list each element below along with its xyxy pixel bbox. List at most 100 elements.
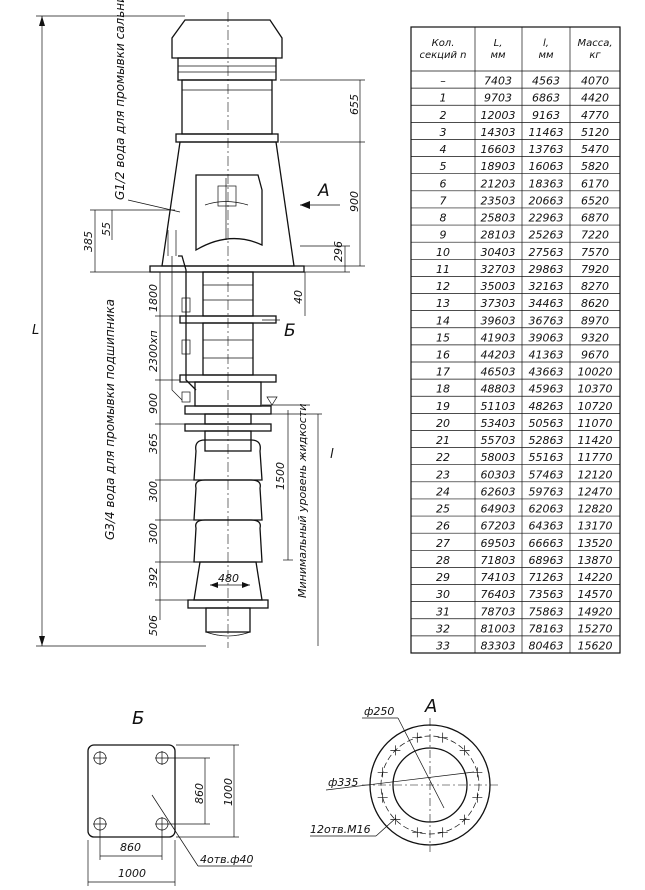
bolt-hole-mark [437,732,448,743]
table-cell: 8970 [581,314,609,327]
table-cell: 27563 [529,246,564,259]
table-cell: 13170 [578,520,613,533]
table-cell: 48263 [529,400,564,413]
plate-outline [87,744,176,838]
table-cell: 12120 [578,468,613,481]
table-cell: 28 [436,554,450,567]
table-cell: 21 [436,434,450,447]
table-cell: 67203 [481,520,516,533]
table-cell: 29 [436,571,450,584]
table-cell: 9 [440,229,447,242]
table-cell: 16063 [529,160,564,173]
table-cell: 5470 [581,143,609,156]
table-cell: 59763 [529,485,564,498]
table-cell: 4 [440,143,447,156]
table-cell: 6520 [581,194,609,207]
table-cell: 14303 [481,126,516,139]
dim-55: 55 [100,222,113,236]
table-cell: 60303 [481,468,516,481]
table-cell: 55163 [529,451,564,464]
table-cell: 1 [440,92,447,105]
table-cell: 5120 [581,126,609,139]
table-cell: 12820 [578,503,613,516]
table-cell: 30 [436,588,450,601]
table-cell: 7220 [581,229,609,242]
table-cell: 7570 [581,246,609,259]
pump-stage-1 [193,439,263,481]
table-cell: 11 [436,263,450,276]
table-cell: 18903 [481,160,516,173]
table-cell: 35003 [481,280,516,293]
table-cell: 16 [436,349,450,362]
dim-365: 365 [147,433,160,454]
table-cell: 28103 [481,229,516,242]
table-cell: 4770 [581,109,609,122]
pump-main-view [149,12,305,648]
table-cell: 80463 [529,640,564,653]
table-cell: 15620 [578,640,613,653]
dim-480: 480 [218,572,239,585]
table-cell: 33 [436,640,450,653]
table-cell: 13 [436,297,450,310]
seal-water-label: G1/2 вода для промывки сальника [113,0,127,200]
table-cell: 53403 [481,417,516,430]
table-cell: 45963 [529,383,564,396]
table-cell: 57463 [529,468,564,481]
table-cell: 12 [436,280,450,293]
bolt-hole-mark [437,827,448,838]
table-cell: 10 [436,246,450,259]
table-cell: 13520 [578,537,613,550]
bolt-hole-mark [377,792,388,803]
table-cell: 74103 [481,571,516,584]
table-cell: 20663 [529,194,564,207]
table-cell: 9163 [532,109,560,122]
table-cell: 7 [440,194,447,207]
bolt-hole-mark [459,745,470,756]
table-cell: 39063 [529,331,564,344]
table-cell: 4070 [581,75,609,88]
pump-stage-2 [193,479,263,521]
table-cell: 55703 [481,434,516,447]
motor-cap [171,19,283,59]
table-cell: 6870 [581,212,609,225]
table-cell: 11070 [578,417,613,430]
dim-300-b: 300 [147,523,160,544]
table-cell: 10720 [578,400,613,413]
table-cell: 81003 [481,622,516,635]
table-cell: 34463 [529,297,564,310]
pump-dimensions: L 655 900 296 385 55 40 1800 2300хп 900 … [32,15,365,647]
motor-stator [181,79,273,135]
dim-296: 296 [332,241,345,262]
table-cell: 9670 [581,349,609,362]
table-cell: 25263 [529,229,564,242]
flange-bolt-holes [377,732,483,838]
table-cell: 9703 [484,92,512,105]
table-header-shaft-length: l,мм [538,38,554,61]
view-b-drawing: Б 860 1000 860 1000 4отв.ф40 [87,708,254,886]
table-cell: 25803 [481,212,516,225]
table-cell: 41903 [481,331,516,344]
view-a-title: A [424,696,437,717]
table-cell: 6170 [581,177,609,190]
table-cell: 78163 [529,622,564,635]
dim-506: 506 [147,615,160,636]
table-cell: 20 [436,417,450,430]
table-cell: 11463 [529,126,564,139]
table-cell: 43663 [529,366,564,379]
table-cell: 71263 [529,571,564,584]
table-cell: 13763 [529,143,564,156]
bolt-hole-mark [459,814,470,825]
dim-392: 392 [147,567,160,588]
table-cell: 27 [436,537,450,550]
table-cell: 10370 [578,383,613,396]
motor-body [177,57,277,81]
view-b-title: Б [132,708,144,729]
bolt-hole-mark [412,827,423,838]
table-cell: 37303 [481,297,516,310]
table-header-mass: Масса,кг [577,38,612,61]
table-cell: 18 [436,383,450,396]
base-plate [149,265,305,273]
min-level-label: Минимальный уровень жидкости [296,404,309,598]
